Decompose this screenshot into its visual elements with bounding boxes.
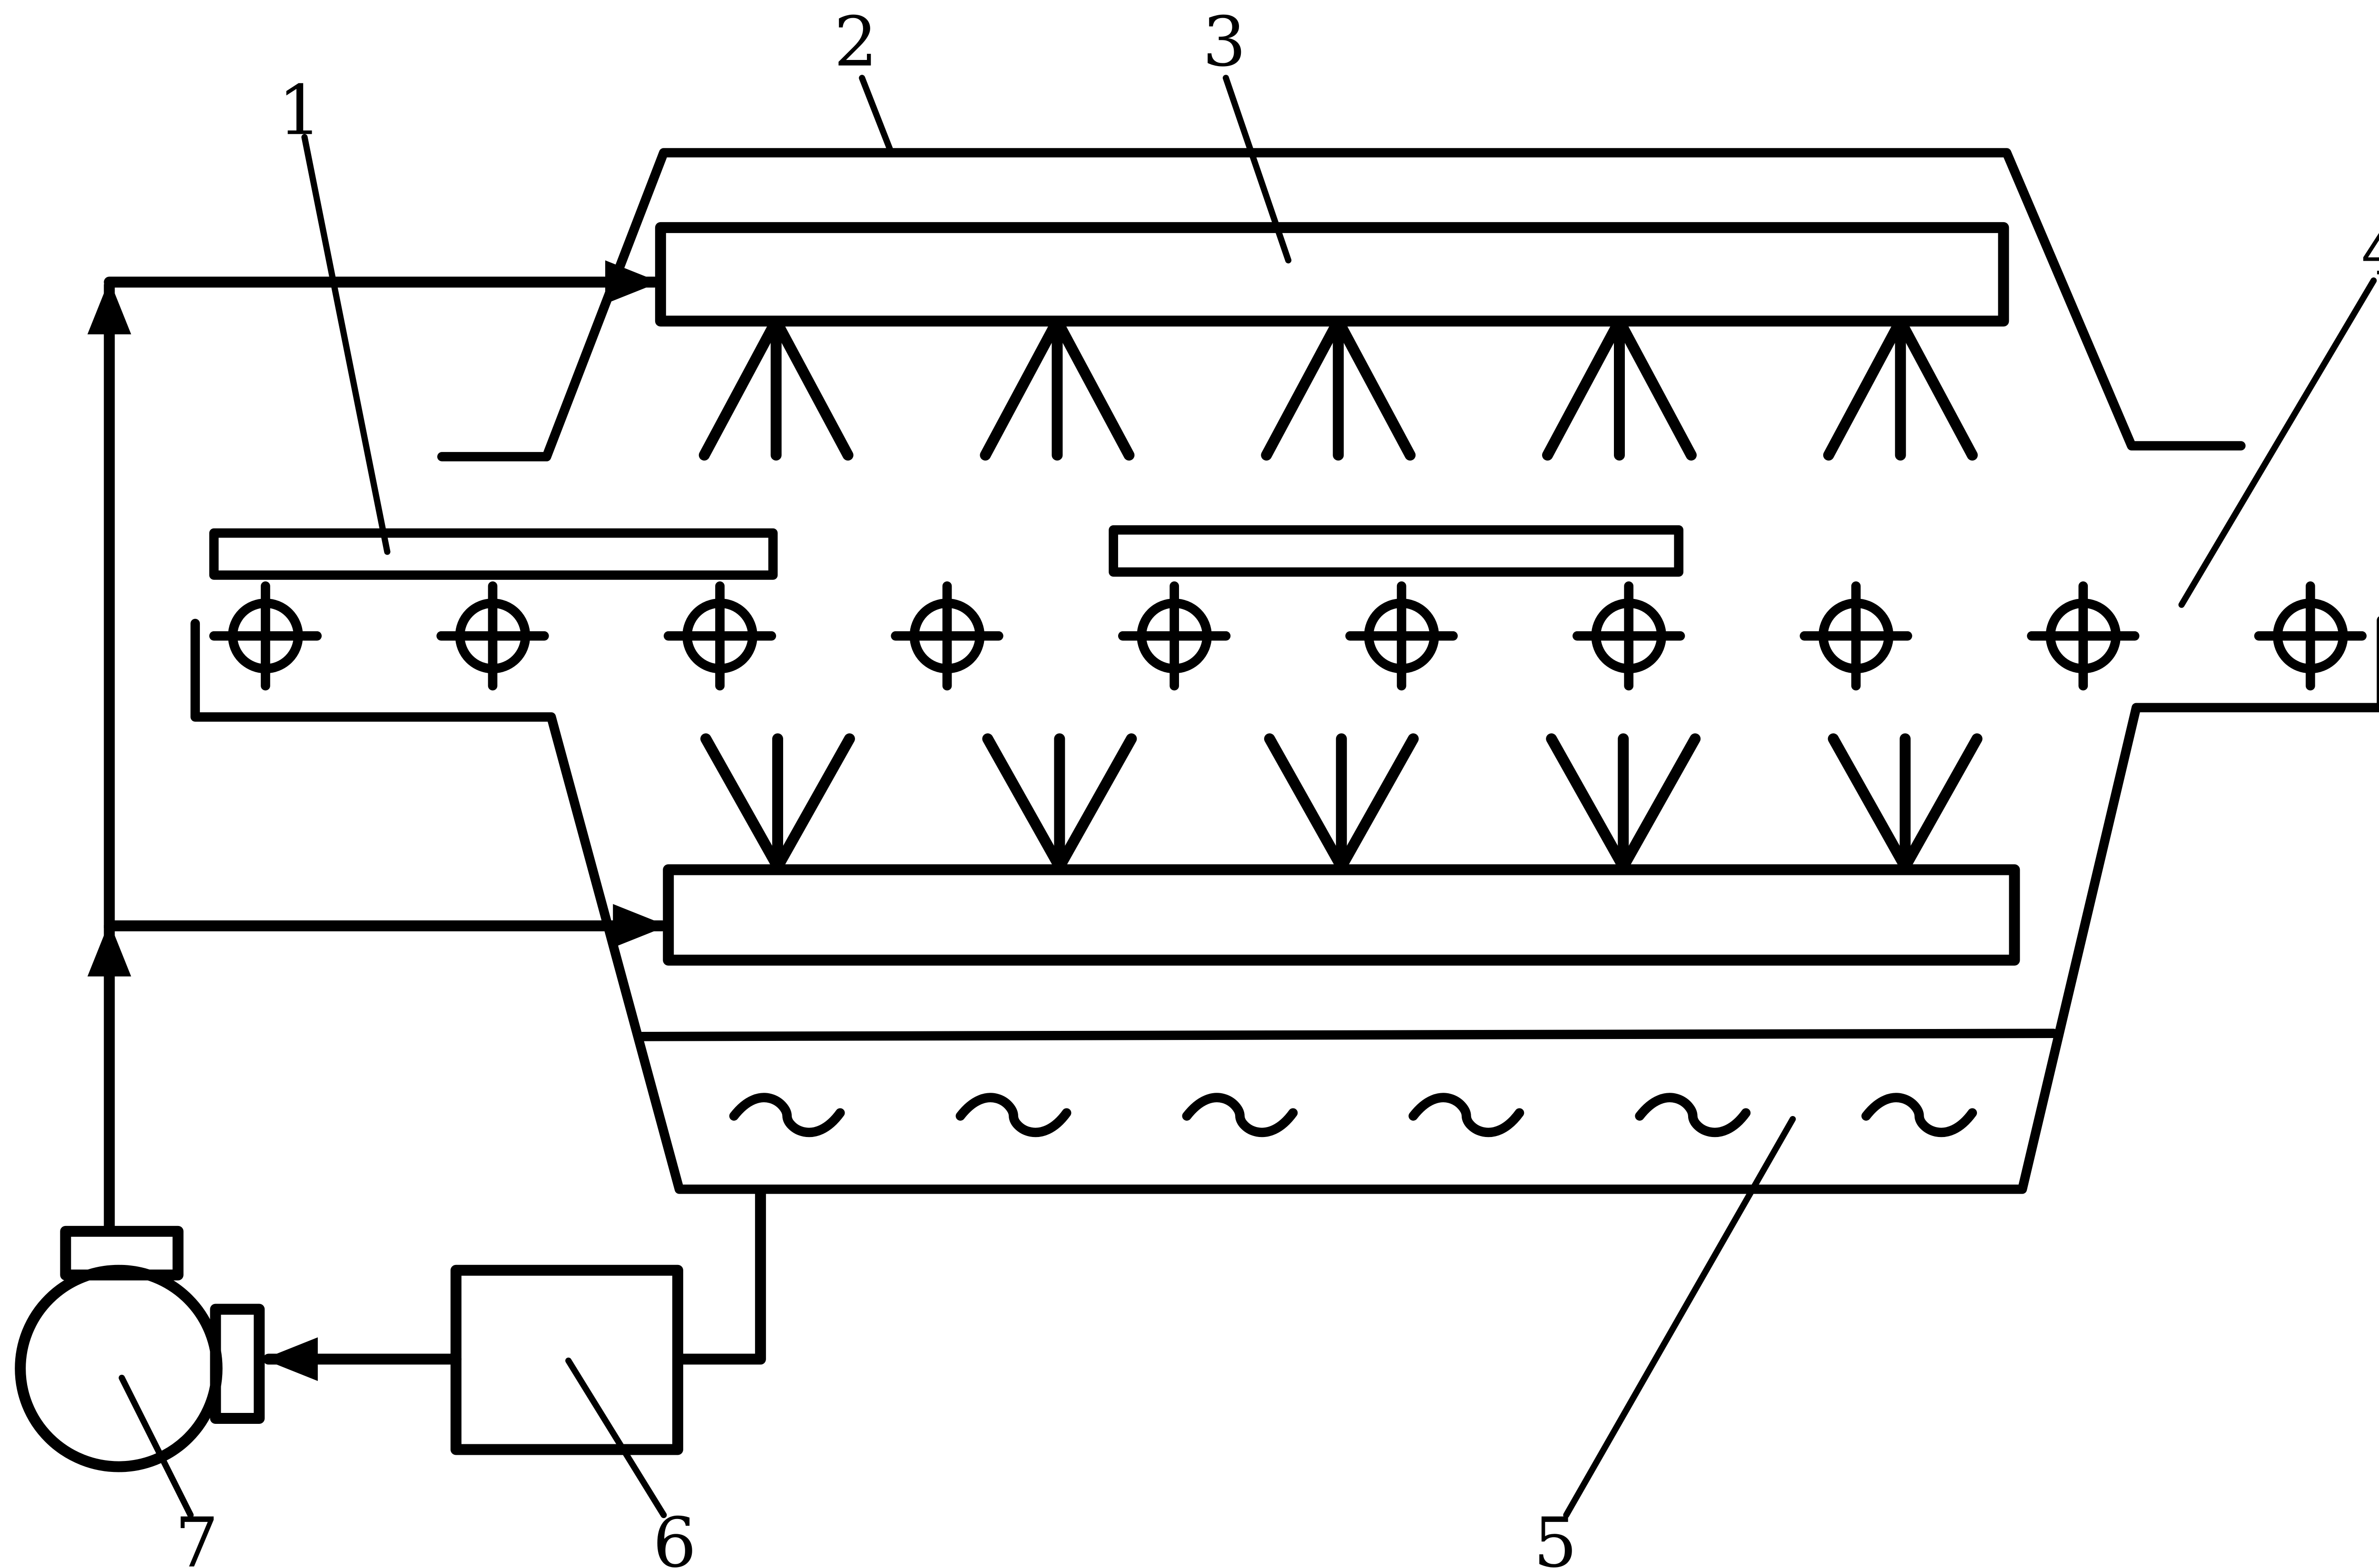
leader-lines [118, 75, 2377, 1519]
label-3: 3 [1202, 2, 1246, 82]
roller-icon [1345, 581, 1458, 691]
roller-icon [436, 581, 549, 691]
roller-icon [1118, 581, 1231, 691]
upper-spray-nozzles [698, 315, 1978, 461]
label-4: 4 [2361, 211, 2379, 291]
spray-nozzle [700, 733, 855, 872]
workpiece-left [209, 528, 778, 580]
spray-nozzle [1542, 315, 1697, 461]
spray-nozzle [1823, 315, 1978, 461]
roller-icon [1799, 581, 1912, 691]
spray-nozzle [1264, 733, 1419, 872]
water-wave [729, 1093, 845, 1137]
water-wave [1861, 1093, 1977, 1137]
lower-spray-header [663, 864, 2020, 966]
roller-icon [209, 581, 322, 691]
label-1: 1 [278, 71, 322, 151]
label-6: 6 [653, 1503, 697, 1568]
roller-icon [663, 581, 777, 691]
water-tank-waves [729, 1093, 1977, 1137]
roller-icon [1573, 581, 1685, 691]
spray-nozzle [980, 315, 1135, 461]
label-7: 7 [175, 1503, 219, 1568]
spray-nozzle [1261, 315, 1416, 461]
conveyor-rollers [209, 581, 2367, 691]
roller-icon [2027, 581, 2140, 691]
spray-nozzle [982, 733, 1137, 872]
lower-spray-nozzles [700, 733, 1983, 872]
spray-nozzle [698, 315, 854, 461]
label-5: 5 [1534, 1503, 1577, 1568]
circulation-pump [15, 1225, 265, 1472]
spray-nozzle [1828, 733, 1983, 872]
chamber-housing [190, 148, 2379, 1194]
roller-icon [891, 581, 1003, 691]
water-wave [955, 1093, 1072, 1137]
upper-spray-header [655, 222, 2009, 327]
filter-unit [450, 1264, 683, 1455]
water-wave [1635, 1093, 1751, 1137]
roller-icon [2254, 581, 2367, 691]
spray-nozzle [1546, 733, 1701, 872]
water-wave [1408, 1093, 1524, 1137]
workpiece-right [1109, 525, 1684, 577]
water-wave [1182, 1093, 1298, 1137]
circulation-piping [87, 260, 766, 1381]
label-2: 2 [834, 2, 878, 82]
